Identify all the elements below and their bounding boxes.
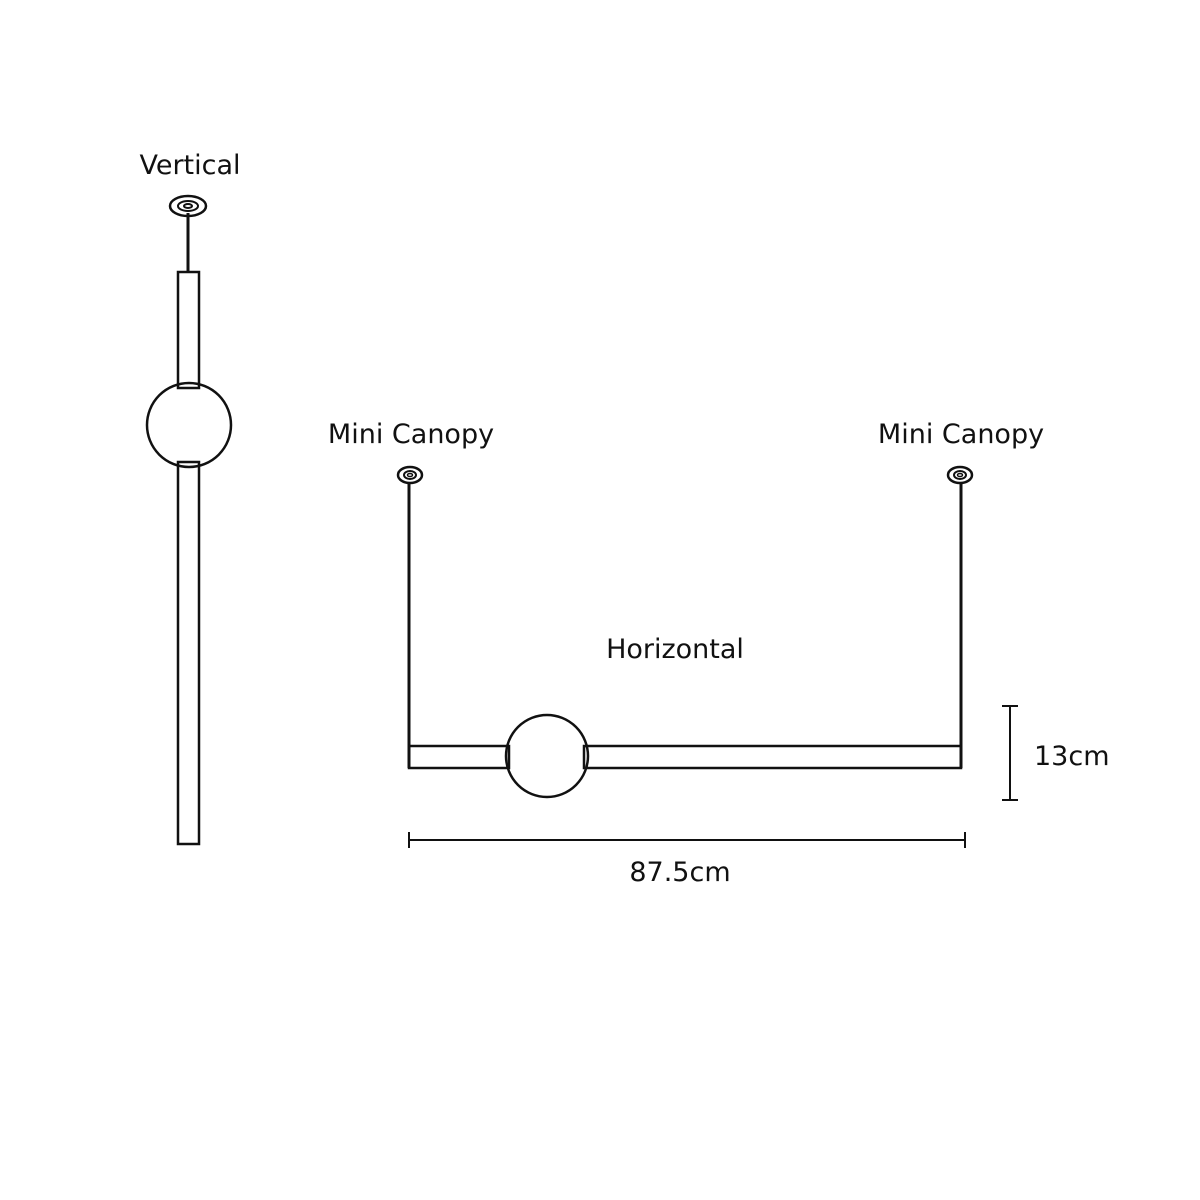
vertical-globe [145,381,233,469]
width-dimension-label: 87.5cm [629,857,731,888]
horizontal-globe [504,713,590,799]
left-canopy-icon [396,465,424,485]
height-dimension-line [1002,705,1018,801]
vertical-light-tube-upper [176,270,201,390]
horizontal-label: Horizontal [606,634,744,665]
right-canopy-icon [946,465,974,485]
height-dimension-label: 13cm [1034,741,1110,772]
horizontal-light-tube-left [407,744,511,770]
width-dimension-line [408,832,966,848]
horizontal-fixture [396,465,974,799]
horizontal-light-tube-right [582,744,963,770]
vertical-label: Vertical [139,150,241,181]
right-mini-canopy-label: Mini Canopy [877,419,1045,450]
left-mini-canopy-label: Mini Canopy [327,419,495,450]
vertical-fixture [145,194,233,846]
vertical-light-tube-lower [176,460,201,846]
